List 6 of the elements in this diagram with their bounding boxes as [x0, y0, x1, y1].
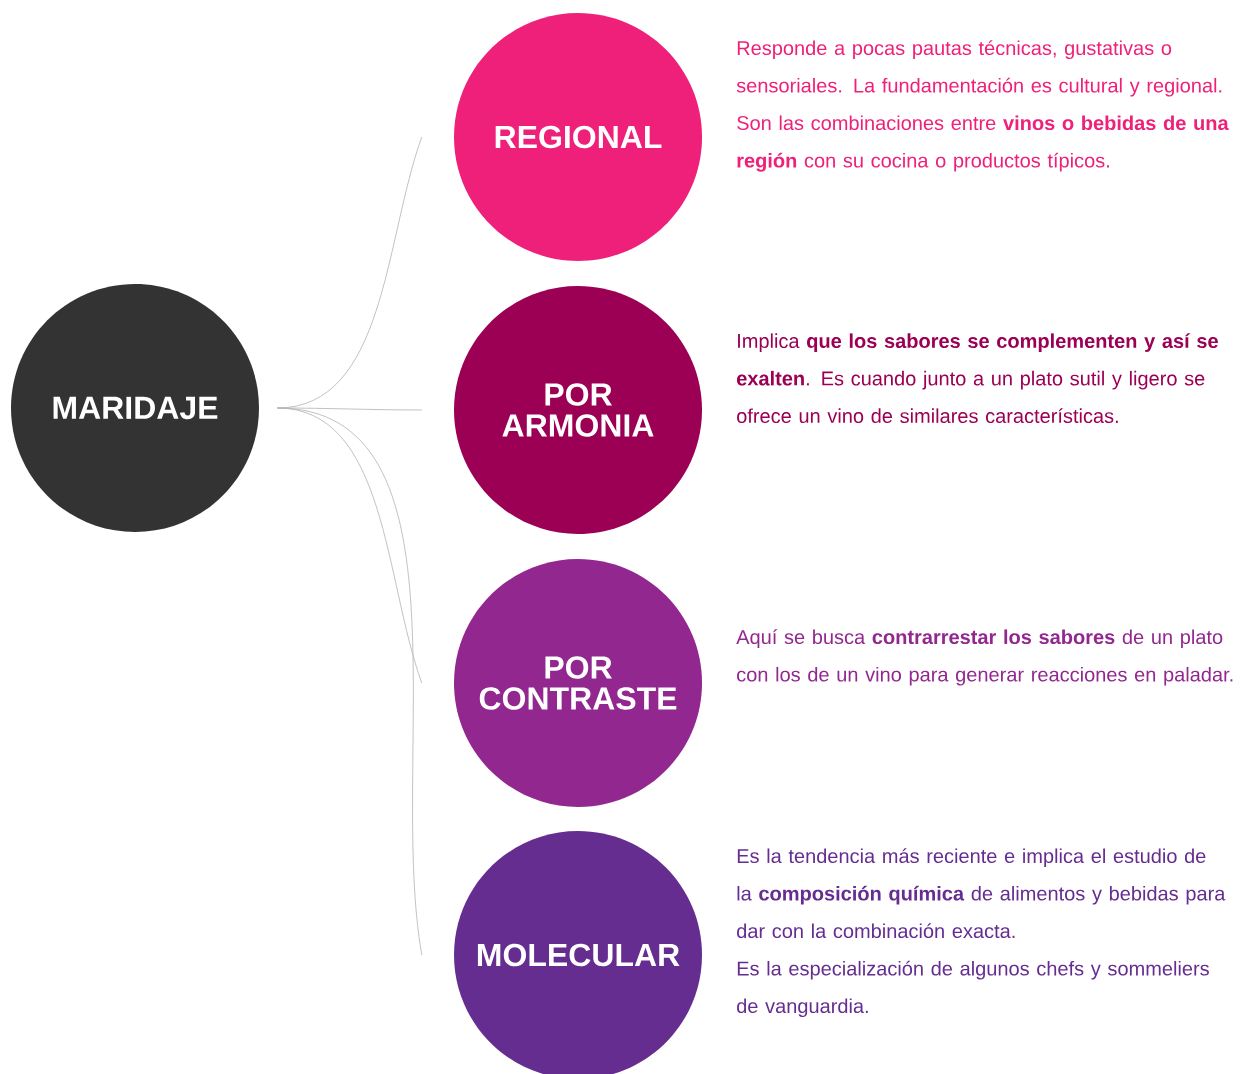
connector-line [276, 407, 423, 956]
description-text: Es la tendencia más reciente e implica el estudio de la composición química de alimentos y bebidas para dar con la combinación exacta. [737, 848, 1226, 939]
description-text: Aquí se busca contrarrestar los sabores de un plato con los de un vino para generar reacciones en paladar. [736, 629, 1233, 686]
description-text: Responde a pocas pautas técnicas, gustativas o sensoriales. La fundamentación es cultural y regional. Son las combinaciones entre vinos o bebidas de una región con su cocina o productos típicos. [736, 40, 1229, 172]
description-text: Es la especialización de algunos chefs y sommeliers de vanguardia. [737, 960, 1209, 1018]
description-text: Implica que los sabores se complementen y así se exalten. Es cuando junto a un plato sutil y ligero se ofrece un vino de similares características. [737, 333, 1218, 424]
